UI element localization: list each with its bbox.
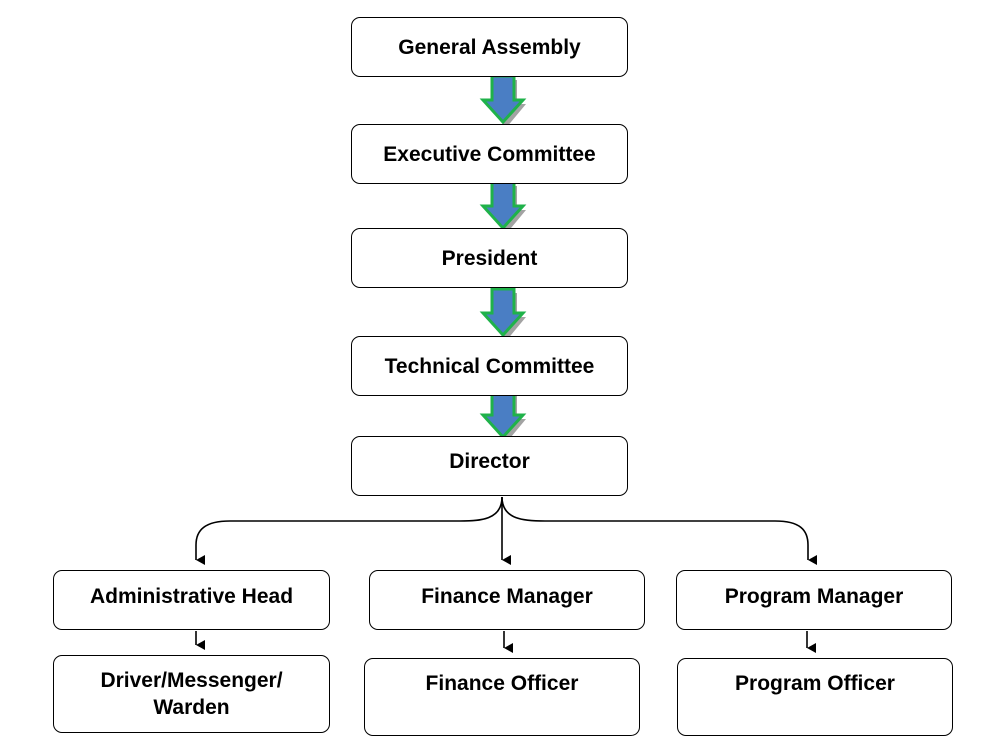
node-label: Director bbox=[449, 449, 530, 473]
node-label: Finance Manager bbox=[421, 584, 593, 608]
node-label: Finance Officer bbox=[425, 671, 579, 695]
node-label: Technical Committee bbox=[384, 354, 595, 378]
node-technical-committee: Technical Committee bbox=[351, 336, 628, 396]
node-general-assembly: General Assembly bbox=[351, 17, 628, 77]
node-executive-committee: Executive Committee bbox=[351, 124, 628, 184]
node-label: President bbox=[441, 246, 538, 270]
node-director: Director bbox=[351, 436, 628, 496]
block-arrow-3 bbox=[479, 287, 527, 341]
node-label-line-1: Driver/Messenger/ bbox=[100, 669, 283, 692]
node-label: General Assembly bbox=[398, 35, 581, 59]
node-program-officer: Program Officer bbox=[677, 658, 953, 736]
node-driver-messenger-warden: Driver/Messenger/ Warden bbox=[53, 655, 330, 733]
node-label: Executive Committee bbox=[383, 142, 596, 166]
connector-director-admin bbox=[195, 496, 503, 565]
block-arrow-1 bbox=[479, 74, 527, 128]
block-arrow-2 bbox=[479, 180, 527, 234]
node-label: Program Manager bbox=[724, 584, 904, 608]
node-label: Administrative Head bbox=[89, 584, 294, 608]
node-program-manager: Program Manager bbox=[676, 570, 952, 630]
node-label: Driver/Messenger/ Warden bbox=[100, 667, 282, 721]
node-finance-officer: Finance Officer bbox=[364, 658, 640, 736]
connector-director-program bbox=[501, 496, 817, 565]
node-label: Program Officer bbox=[735, 671, 895, 695]
node-president: President bbox=[351, 228, 628, 288]
node-administrative-head: Administrative Head bbox=[53, 570, 330, 630]
node-label-line-2: Warden bbox=[153, 696, 230, 719]
node-finance-manager: Finance Manager bbox=[369, 570, 645, 630]
